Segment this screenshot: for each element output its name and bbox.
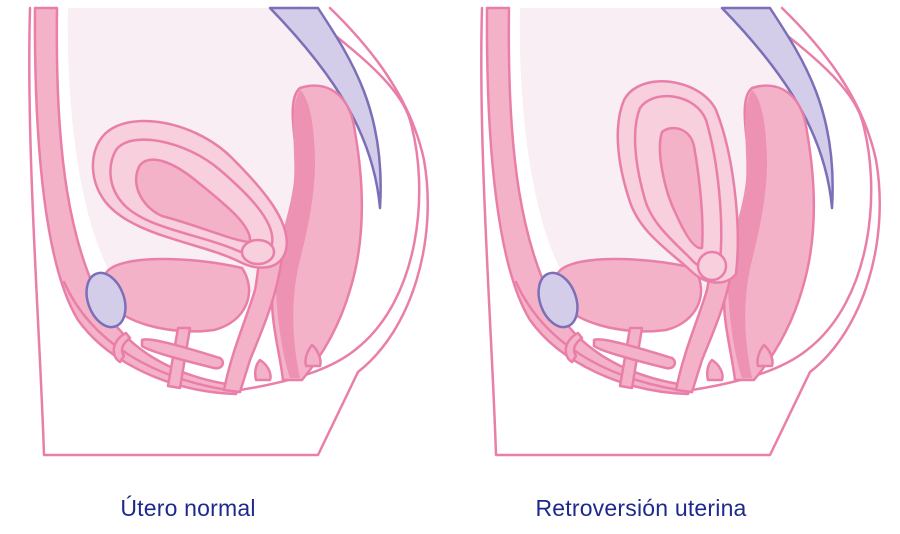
pubic-bone [85, 271, 127, 329]
perineal-hook [564, 331, 584, 364]
cervix [696, 250, 728, 282]
label-retroverted-uterus: Retroversión uterina [535, 495, 747, 521]
rectum-inner-wall [727, 90, 768, 378]
body-outline [28, 6, 429, 457]
rectum-inner-wall [275, 90, 316, 378]
spine [268, 6, 382, 210]
bladder [103, 257, 251, 333]
body-inner-outline [238, 6, 421, 392]
perineal-hook [112, 331, 132, 364]
spine [720, 6, 834, 210]
pelvic-floor-line [62, 280, 242, 394]
label-normal-uterus: Útero normal [120, 495, 256, 521]
perineal-muscle [592, 338, 677, 370]
vagina [222, 246, 284, 394]
body-inner-outline [690, 6, 873, 392]
anal-sphincter [304, 343, 322, 368]
perineal-body [253, 358, 272, 382]
body-outline [480, 6, 881, 457]
pubic-bone [537, 271, 579, 329]
uterus-retroverted [616, 80, 739, 284]
pelvis-cross-section-normal [28, 6, 429, 457]
perineal-muscle [140, 338, 225, 370]
perineal-body [705, 358, 724, 382]
uterus-anteverted [91, 119, 289, 269]
cervix [240, 238, 276, 266]
anal-sphincter [756, 343, 774, 368]
endometrium [658, 126, 704, 250]
bladder [555, 257, 703, 333]
pelvic-floor-line [514, 280, 694, 394]
